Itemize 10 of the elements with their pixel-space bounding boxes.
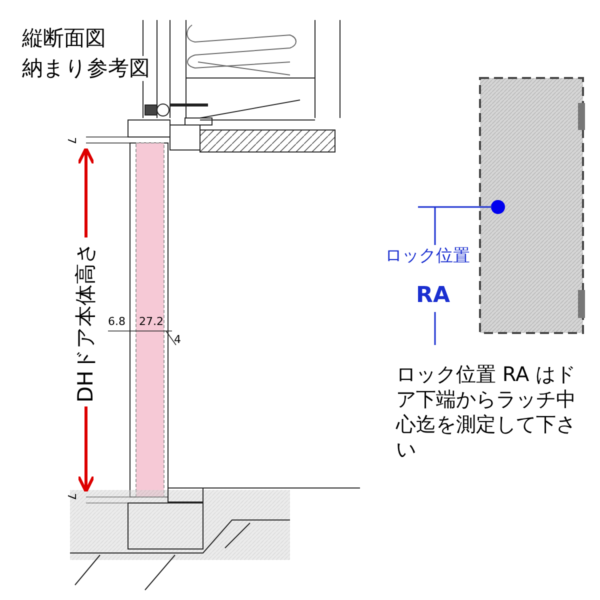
dimension-label: 7	[64, 493, 78, 500]
dimension-label: 7	[64, 137, 78, 144]
dimension-label: ロック位置	[385, 246, 470, 266]
dimension-label: RA	[416, 283, 450, 310]
dimension-label: 4	[174, 333, 181, 346]
title: 納まり参考図	[22, 56, 150, 82]
dimension-label: 27.2	[139, 315, 164, 328]
note-text: ロック位置 RA はドア下端からラッチ中心迄を測定して下さい	[396, 362, 577, 462]
title: 縦断面図	[22, 26, 106, 52]
dimension-label: 6.8	[108, 315, 126, 328]
